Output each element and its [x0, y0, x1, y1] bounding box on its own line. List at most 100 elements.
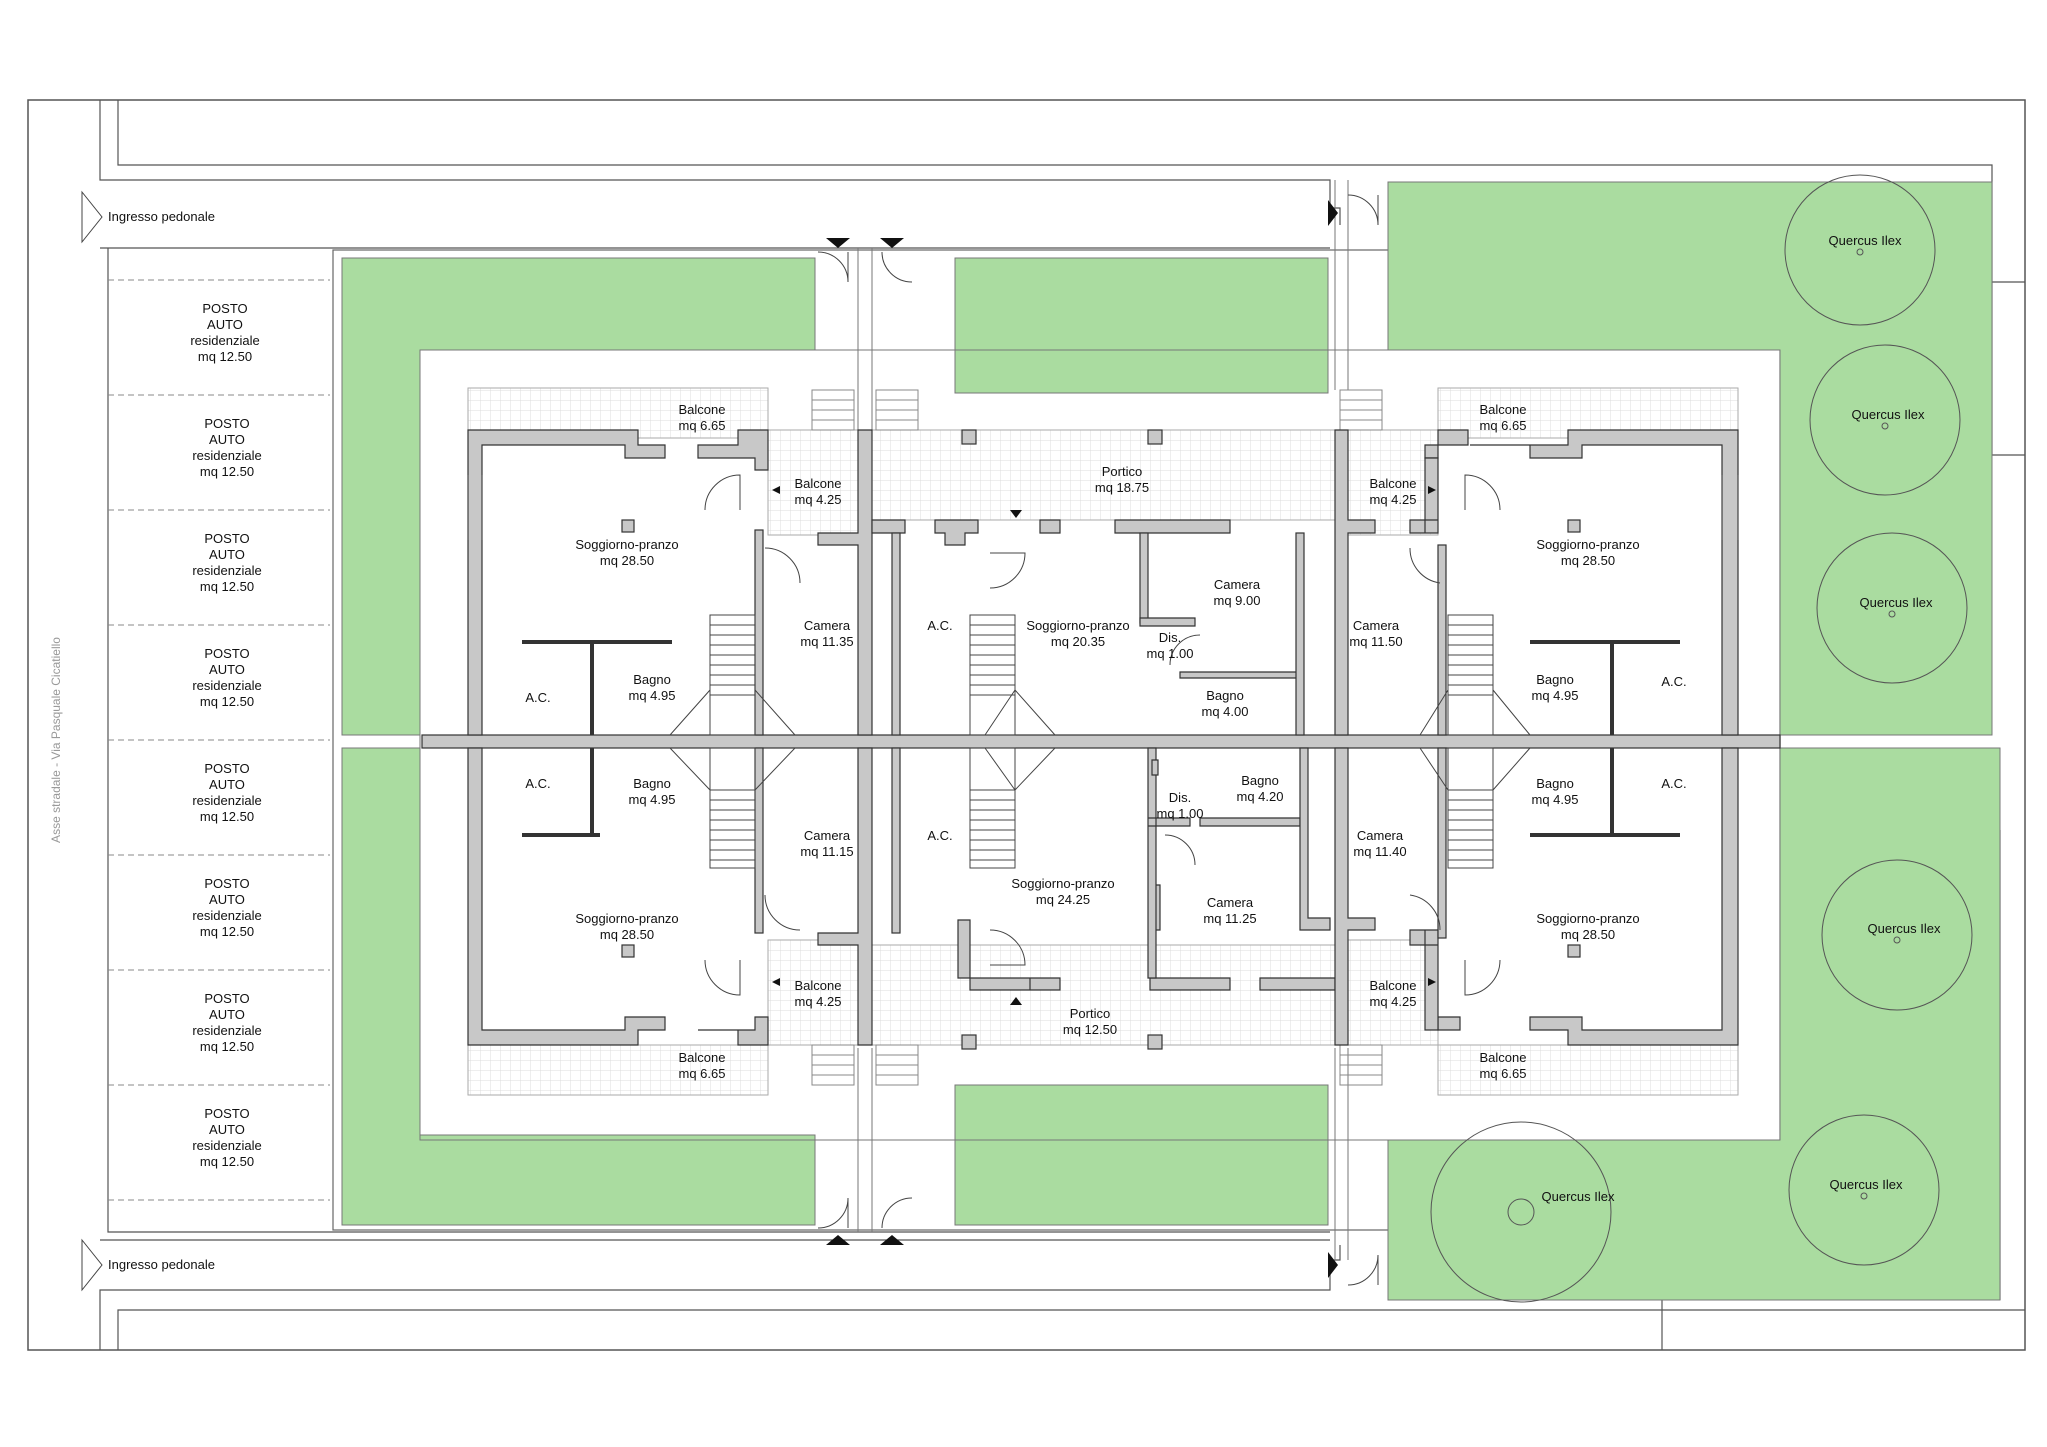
column — [961, 1034, 977, 1050]
entrance-marker-top — [81, 190, 103, 244]
room-label: A.C. — [1661, 776, 1686, 791]
tree-label: Quercus Ilex — [1868, 921, 1941, 936]
garden-top-center — [954, 257, 1329, 394]
wall-bottom-left-right-part — [698, 1016, 769, 1046]
wall-center-right-v-top — [1295, 532, 1305, 736]
partitions — [522, 640, 1680, 837]
wall-center-bottom — [957, 919, 1336, 991]
room-label: A.C. — [525, 776, 550, 791]
tree-circle — [1821, 859, 1973, 1011]
entrance-label-top: Ingresso pedonale — [108, 209, 215, 224]
trees — [1430, 174, 1973, 1303]
stairs — [669, 614, 1531, 869]
column — [1147, 1034, 1163, 1050]
entry-steps — [811, 389, 1383, 1086]
wall-right-camera-bottom — [1437, 747, 1447, 939]
tree-label: Quercus Ilex — [1852, 407, 1925, 422]
tree-label: Quercus Ilex — [1829, 233, 1902, 248]
tree-labels: Quercus Ilex Quercus Ilex Quercus Ilex Q… — [1542, 233, 1941, 1204]
wall-left-camera-top — [754, 529, 764, 736]
sheet-border — [27, 99, 2026, 1351]
wall-center-camera-bottom — [891, 747, 901, 934]
room-label: Dis.mq 1.00 — [1157, 790, 1204, 821]
wall-right-center-top — [1334, 429, 1376, 736]
wall-center-dis-bottom — [1151, 759, 1159, 776]
street-label: Asse stradale - Via Pasquale Cicatiello — [49, 637, 63, 843]
wall-center-bottom-inner — [1147, 747, 1301, 979]
column — [621, 519, 635, 533]
wall-central — [421, 734, 1781, 749]
wall-bottom-right-small — [1409, 929, 1439, 1031]
windows — [467, 475, 1739, 540]
tree-label: Quercus Ilex — [1542, 1189, 1615, 1204]
wall-top-right-small — [1409, 457, 1439, 534]
entrance-arrows — [772, 200, 1436, 1278]
tree-circle — [1784, 174, 1936, 326]
tree-circle — [1809, 344, 1961, 496]
room-label: A.C. — [927, 828, 952, 843]
entrance-label-bottom: Ingresso pedonale — [108, 1257, 215, 1272]
column — [1567, 944, 1581, 958]
entrance-markers — [81, 190, 103, 1292]
balcone-bl-small — [767, 939, 859, 1046]
gardens — [341, 181, 2001, 1301]
doors — [704, 194, 1501, 1286]
wall-center-top — [871, 519, 1231, 546]
tree-label: Quercus Ilex — [1830, 1177, 1903, 1192]
balcone-tr-small — [1347, 429, 1439, 536]
room-label: A.C. — [927, 618, 952, 633]
wall-bottom-left-unit — [467, 747, 666, 1046]
wall-left-camera-bottom — [754, 747, 764, 934]
wall-center-inner-top — [1139, 532, 1149, 624]
entrance-marker-bottom — [81, 1238, 103, 1292]
parking-lines — [108, 279, 330, 1201]
wall-center-bottom-right-v — [1299, 747, 1331, 931]
column — [621, 944, 635, 958]
column — [961, 429, 977, 445]
wall-left-center-bottom — [817, 747, 873, 1046]
wall-top-left-right-part — [697, 429, 769, 471]
garden-right-bottom — [1387, 747, 2001, 1301]
column — [1567, 519, 1581, 533]
garden-right-top — [1387, 181, 1993, 736]
wall-center-camera-top — [891, 532, 901, 736]
tiled-areas — [467, 387, 1739, 1096]
balcone-br-small — [1347, 939, 1439, 1046]
portico-bottom — [871, 944, 1336, 1046]
wall-top-left-unit — [467, 429, 666, 736]
room-label: Dis.mq 1.00 — [1147, 630, 1194, 661]
portico-top — [871, 429, 1336, 521]
